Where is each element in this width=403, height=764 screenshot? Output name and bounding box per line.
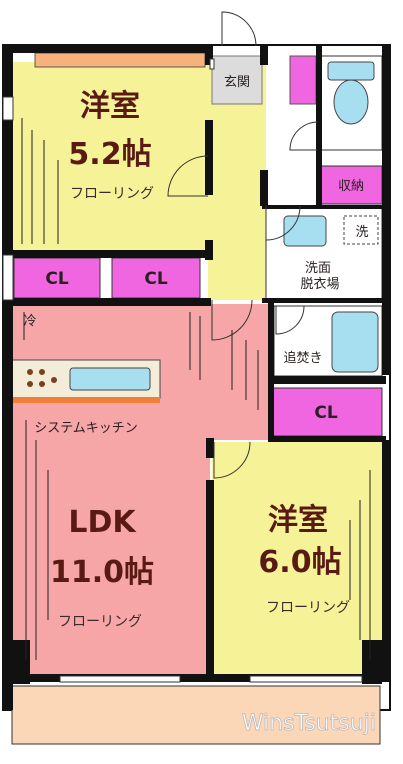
western-room-2-size: 6.0帖 xyxy=(258,545,341,580)
western-room-1-size: 5.2帖 xyxy=(68,137,151,172)
ldk-name: LDK xyxy=(68,505,137,540)
bathtub xyxy=(331,311,379,373)
ldk-door xyxy=(211,299,253,341)
closet-1-label: CL xyxy=(45,269,68,289)
western-room-1-door xyxy=(167,155,209,197)
toilet-tank xyxy=(327,61,375,81)
washer-label: 洗 xyxy=(355,225,368,240)
kitchen-sink xyxy=(69,367,151,391)
washroom-label-line2: 脱衣場 xyxy=(300,276,339,292)
stove-burner xyxy=(51,377,57,383)
western-room-2-area xyxy=(212,442,382,676)
toilet-door xyxy=(289,121,319,151)
washroom-label-line1: 洗面 xyxy=(305,261,331,276)
stove-burner xyxy=(27,369,33,375)
washbasin xyxy=(283,215,327,247)
washroom-door xyxy=(265,205,301,241)
storage-area xyxy=(319,165,383,205)
toilet-bowl xyxy=(333,79,369,125)
ldk-floor: フローリング xyxy=(58,614,142,630)
shoe-storage xyxy=(289,55,317,105)
stove-burner xyxy=(39,381,45,387)
closet-3 xyxy=(271,387,383,437)
fridge-label: 冷 xyxy=(23,314,36,329)
entrance-label: 玄関 xyxy=(224,75,250,90)
stove-burner xyxy=(39,369,45,375)
balcony xyxy=(11,685,381,745)
entrance-door xyxy=(221,11,257,47)
closet-3-label: CL xyxy=(314,403,337,423)
western-room-2-door xyxy=(213,441,251,479)
western-room-2-floor: フローリング xyxy=(266,600,350,616)
kitchen-counter-edge xyxy=(12,397,160,403)
bathroom-door xyxy=(275,305,305,335)
stove-burner xyxy=(27,381,33,387)
system-kitchen-label: システムキッチン xyxy=(34,421,138,436)
western-room-1-window xyxy=(34,52,206,68)
storage-label: 収納 xyxy=(338,179,364,194)
door-swings xyxy=(167,11,319,479)
western-room-2-name: 洋室 xyxy=(268,503,328,538)
closet-2 xyxy=(111,257,201,299)
western-room-1-area xyxy=(12,62,208,250)
washing-machine-space xyxy=(343,215,379,245)
walls xyxy=(3,45,390,710)
windows xyxy=(2,58,363,683)
entrance-area xyxy=(211,55,263,105)
western-room-1-name: 洋室 xyxy=(80,89,140,124)
ldk-size: 11.0帖 xyxy=(50,555,154,590)
western-room-1-floor: フローリング xyxy=(70,186,154,202)
brand-label: WinsTsutsuji xyxy=(242,711,376,736)
closet-2-label: CL xyxy=(144,269,167,289)
shading-lines xyxy=(21,118,371,660)
closet-1 xyxy=(13,257,101,299)
reheating-label: 追焚き xyxy=(283,350,322,366)
